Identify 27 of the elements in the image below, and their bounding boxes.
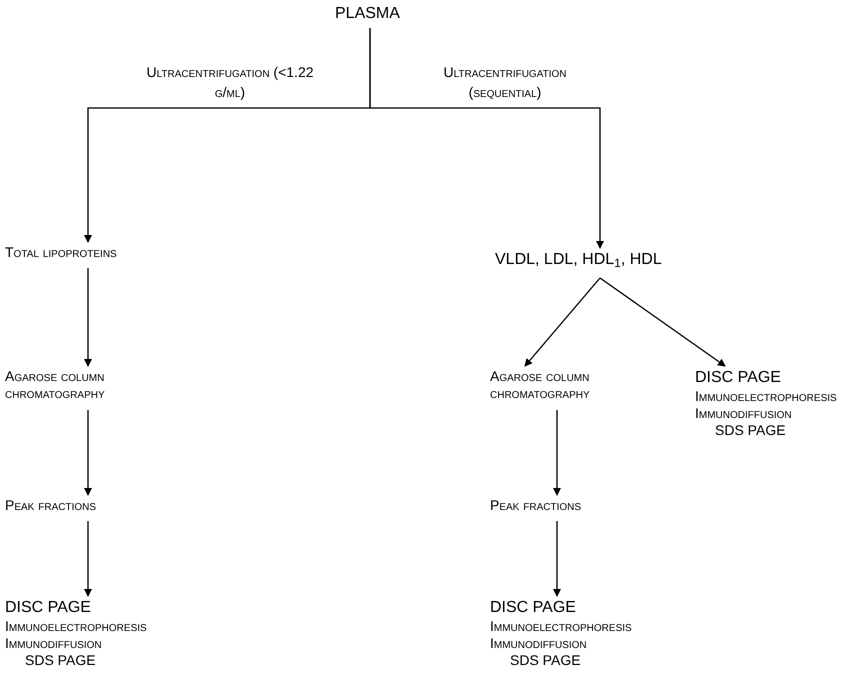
- arrow: [84, 410, 92, 496]
- arrow: [553, 410, 561, 496]
- step-text: Peak fractions: [490, 497, 582, 514]
- step-text: DISC PAGE: [490, 598, 576, 618]
- step-text: SDS PAGE: [509, 652, 581, 669]
- arrow: [553, 521, 561, 597]
- step-text: PLASMA: [335, 4, 400, 24]
- arrow: [84, 268, 92, 367]
- step-text: Immunoelectrophoresis: [490, 618, 632, 635]
- step-text: VLDL, LDL, HDL$_{1}$, HDL: [495, 250, 662, 270]
- step-text: SDS PAGE: [714, 422, 786, 439]
- step-text: Immunodiffusion: [5, 635, 102, 652]
- step-text: Total lipoproteins: [5, 244, 117, 261]
- step-text: DISC PAGE: [5, 598, 91, 618]
- step-text: Peak fractions: [5, 497, 96, 514]
- arrow: [524, 278, 600, 367]
- step-text: Immunoelectrophoresis: [695, 388, 837, 405]
- arrow: [369, 28, 604, 249]
- step-text: Agarose column chromatography: [490, 368, 591, 402]
- step-text: DISC PAGE: [695, 368, 781, 388]
- step-text: Immunodiffusion: [490, 635, 587, 652]
- arrow: [84, 521, 92, 597]
- step-text: Immunoelectrophoresis: [5, 618, 147, 635]
- step-text: SDS PAGE: [24, 652, 96, 669]
- arrow: [600, 277, 726, 367]
- step-text: Agarose column chromatography: [5, 368, 106, 402]
- step-text: Immunodiffusion: [695, 405, 792, 422]
